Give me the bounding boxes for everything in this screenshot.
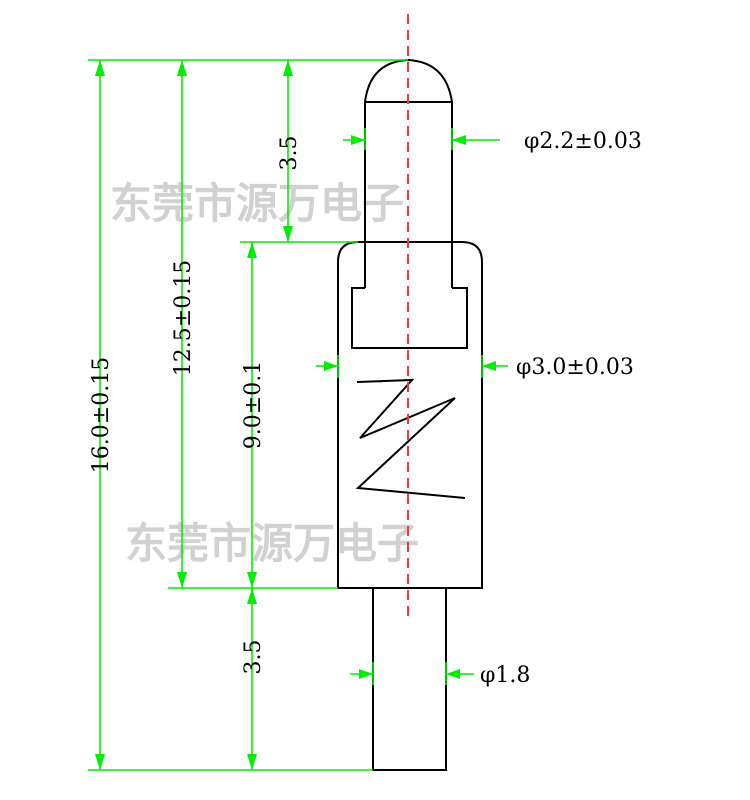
watermark-top: 东莞市源万电子 [110, 179, 404, 228]
dim-plunger-diameter: φ2.2±0.03 [524, 129, 642, 154]
dim-tail-length: 3.5 [241, 640, 266, 675]
spring [355, 378, 466, 499]
dim-body-plus-plunger: 12.5±0.15 [171, 260, 196, 376]
dim-overall-length: 16.0±0.15 [89, 357, 114, 473]
dim-barrel-diameter: φ3.0±0.03 [516, 355, 634, 380]
dimension-lines [88, 59, 508, 771]
dim-tail-diameter: φ1.8 [480, 663, 530, 688]
dimension-labels: 16.0±0.15 12.5±0.15 3.5 9.0±0.1 3.5 φ2.2… [89, 129, 642, 688]
tail-pin [372, 588, 447, 771]
plunger-head [351, 287, 468, 349]
watermark-bottom: 东莞市源万电子 [125, 519, 419, 568]
part-outline [337, 58, 483, 771]
dim-barrel-length: 9.0±0.1 [241, 361, 266, 449]
barrel-shape [337, 241, 483, 589]
dim-plunger-extension: 3.5 [277, 136, 302, 171]
